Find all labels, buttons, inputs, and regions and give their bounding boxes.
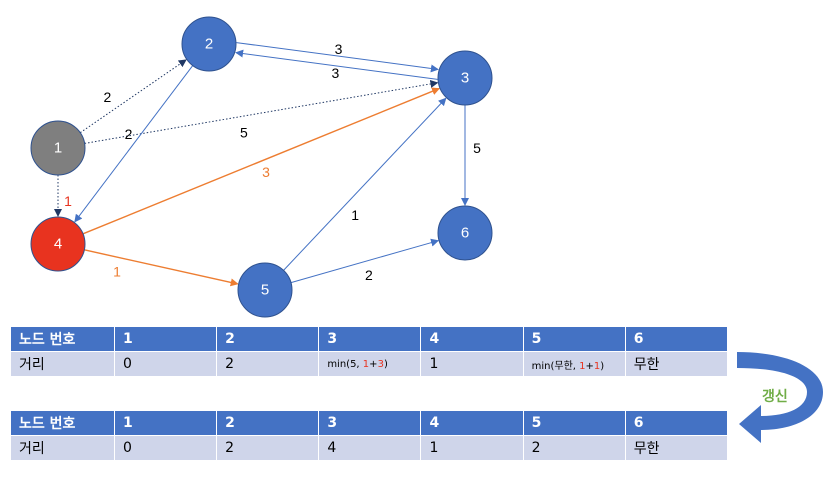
- update-label: 갱신: [762, 389, 788, 405]
- distance-cell: 4: [318, 435, 422, 461]
- distance-cell-min-formula: min(무한, 1+1): [522, 351, 626, 377]
- node-number-cell: 3: [318, 410, 422, 436]
- row-label-cell: 거리: [10, 351, 115, 377]
- node-number-cell: 3: [318, 326, 422, 352]
- edge-2-4: [74, 65, 194, 223]
- formula-term: 1: [579, 360, 586, 372]
- node-number-cell: 1: [113, 410, 218, 436]
- graph-diagram: 2 5 1 3 3 2 3 1 1 5 2 1 2 3 4 5 6: [30, 16, 493, 318]
- edge-weight-label: 1: [113, 263, 121, 279]
- edge-weight-label: 1: [64, 193, 72, 209]
- edge-weight-label: 2: [365, 267, 373, 283]
- formula-suffix: ): [600, 360, 605, 372]
- edge-weight-label: 5: [240, 124, 248, 140]
- edge-4-5: [84, 249, 239, 287]
- graph-node-label: 3: [461, 70, 469, 87]
- formula-prefix: min(무한,: [531, 360, 580, 372]
- edge-2-3: [236, 42, 439, 73]
- node-number-cell: 1: [113, 326, 218, 352]
- node-number-cell: 4: [420, 410, 524, 436]
- distance-table-after: 노드 번호 1 2 3 4 5 6 거리 0 2 4 1 2 무한: [10, 410, 729, 461]
- distance-cell: 무한: [624, 435, 729, 461]
- node-number-cell: 5: [522, 410, 626, 436]
- distance-cell-min-formula: min(5, 1+3): [318, 351, 422, 377]
- node-number-cell: 6: [624, 410, 729, 436]
- graph-node-label: 2: [205, 36, 213, 53]
- graph-node-label: 1: [54, 140, 62, 157]
- table-header-row: 노드 번호 1 2 3 4 5 6: [10, 326, 729, 352]
- edge-5-3: [283, 97, 447, 271]
- formula-term: 1: [362, 358, 370, 370]
- formula-plus: +: [585, 360, 594, 372]
- distance-cell: 2: [216, 351, 320, 377]
- edge-1-2: [79, 59, 187, 134]
- nodes-layer: 1 2 3 4 5 6: [30, 16, 493, 318]
- edge-weight-label: 3: [262, 164, 270, 180]
- edge-weight-label: 2: [125, 126, 133, 142]
- node-number-cell: 6: [624, 326, 729, 352]
- graph-node-1: [30, 120, 86, 176]
- node-number-cell: 2: [216, 326, 320, 352]
- table-value-row: 거리 0 2 min(5, 1+3) 1 min(무한, 1+1) 무한: [10, 351, 729, 377]
- distance-cell: 1: [420, 435, 524, 461]
- edge-weight-label: 5: [473, 140, 481, 156]
- formula-prefix: min(5,: [327, 358, 363, 370]
- distance-cell: 0: [113, 351, 218, 377]
- edge-4-3: [82, 87, 440, 235]
- node-number-cell: 2: [216, 410, 320, 436]
- update-arrow-icon: [737, 352, 823, 443]
- distance-cell: 무한: [624, 351, 729, 377]
- distance-cell: 2: [522, 435, 626, 461]
- graph-node-2: [181, 16, 237, 72]
- graph-node-4: [30, 216, 86, 272]
- node-number-cell: 4: [420, 326, 524, 352]
- graph-node-label: 6: [461, 225, 469, 242]
- header-label-cell: 노드 번호: [10, 410, 115, 436]
- table-header-row: 노드 번호 1 2 3 4 5 6: [10, 410, 729, 436]
- header-label-cell: 노드 번호: [10, 326, 115, 352]
- edge-3-2: [235, 49, 438, 80]
- formula-suffix: ): [383, 358, 388, 370]
- edge-weight-label: 3: [335, 41, 343, 57]
- row-label-cell: 거리: [10, 435, 115, 461]
- distance-cell: 0: [113, 435, 218, 461]
- edge-weight-label: 2: [104, 89, 112, 105]
- graph-node-label: 4: [54, 236, 62, 253]
- edge-5-6: [290, 238, 440, 284]
- edges-layer: 2 5 1 3 3 2 3 1 1 5 2: [54, 41, 481, 287]
- distance-table-before: 노드 번호 1 2 3 4 5 6 거리 0 2 min(5, 1+3) 1 m…: [10, 326, 729, 377]
- edge-weight-label: 3: [332, 65, 340, 81]
- distance-cell: 2: [216, 435, 320, 461]
- node-number-cell: 5: [522, 326, 626, 352]
- graph-node-5: [237, 262, 293, 318]
- formula-term: 1: [593, 360, 601, 372]
- formula-term: 3: [377, 358, 384, 370]
- formula-plus: +: [369, 358, 378, 370]
- graph-node-3: [437, 50, 493, 106]
- graph-node-label: 5: [261, 282, 269, 299]
- distance-cell: 1: [420, 351, 524, 377]
- graph-node-6: [437, 205, 493, 261]
- edge-weight-label: 1: [351, 207, 359, 223]
- table-value-row: 거리 0 2 4 1 2 무한: [10, 435, 729, 461]
- edge-1-3: [84, 79, 439, 144]
